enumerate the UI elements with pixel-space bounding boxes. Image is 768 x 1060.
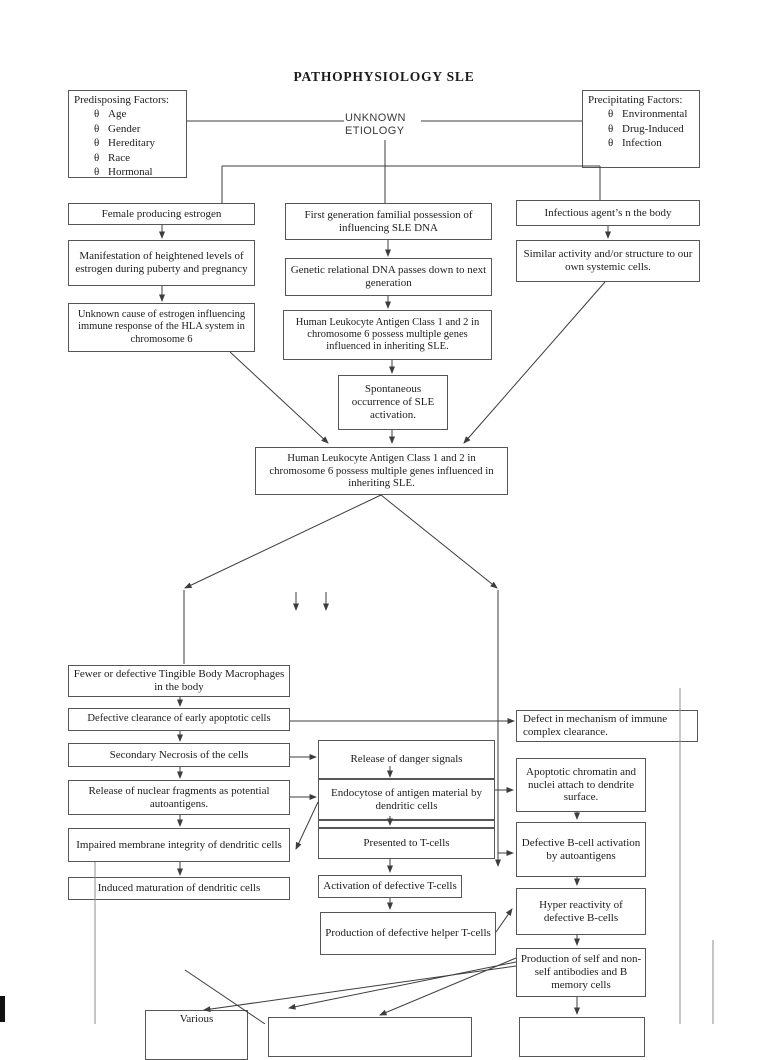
precipitating-item: θ Infection	[588, 136, 697, 151]
flowchart-page: PATHOPHYSIOLOGY SLE UNKNOWN ETIOLOGY Pre…	[0, 69, 714, 1060]
predisposing-item-label: Hereditary	[108, 137, 156, 149]
node-first-generation-familial: First generation familial possession of …	[285, 203, 492, 240]
predisposing-item-label: Age	[108, 108, 127, 120]
precipitating-title: Precipitating Factors:	[588, 94, 683, 106]
node-heightened-estrogen: Manifestation of heightened levels of es…	[68, 240, 255, 286]
node-defective-bcell-activation: Defective B-cell activation by autoantig…	[516, 822, 646, 877]
precipitating-item: θ Environmental	[588, 107, 697, 122]
node-self-nonself-antibodies: Production of self and non-self antibodi…	[516, 948, 646, 997]
node-spacer-box	[318, 820, 495, 828]
predisposing-item: θ Race	[74, 151, 184, 166]
predisposing-item-label: Gender	[108, 122, 141, 135]
theta-bullet-icon: θ	[94, 137, 100, 149]
theta-bullet-icon: θ	[608, 137, 614, 149]
node-infectious-agents: Infectious agent’s n the body	[516, 200, 700, 226]
page-edge-mark	[0, 996, 5, 1022]
predisposing-item: θ Hormonal	[74, 165, 184, 178]
node-unknown-cause-estrogen: Unknown cause of estrogen influencing im…	[68, 303, 255, 352]
node-impaired-membrane: Impaired membrane integrity of dendritic…	[68, 828, 290, 862]
node-apoptotic-chromatin: Apoptotic chromatin and nuclei attach to…	[516, 758, 646, 812]
node-hla-class-genes: Human Leukocyte Antigen Class 1 and 2 in…	[283, 310, 492, 360]
theta-bullet-icon: θ	[94, 151, 100, 164]
node-defective-helper-tcells: Production of defective helper T-cells	[320, 912, 496, 955]
node-hla-central: Human Leukocyte Antigen Class 1 and 2 in…	[255, 447, 508, 495]
node-defect-immune-complex-clearance: Defect in mechanism of immune complex cl…	[516, 710, 698, 742]
precipitating-item-label: Drug-Induced	[622, 122, 684, 135]
node-defective-clearance: Defective clearance of early apoptotic c…	[68, 708, 290, 731]
theta-bullet-icon: θ	[94, 166, 100, 178]
unknown-etiology-label: UNKNOWN ETIOLOGY	[345, 112, 427, 138]
node-secondary-necrosis: Secondary Necrosis of the cells	[68, 743, 290, 767]
node-presented-to-tcells: Presented to T-cells	[318, 828, 495, 859]
node-hyper-reactivity-bcells: Hyper reactivity of defective B-cells	[516, 888, 646, 935]
theta-bullet-icon: θ	[94, 108, 100, 120]
page-title: PATHOPHYSIOLOGY SLE	[293, 69, 475, 84]
precipitating-item: θ Drug-Induced	[588, 122, 697, 137]
node-danger-signals: Release of danger signals	[318, 740, 495, 779]
precipitating-factors-box: Precipitating Factors: θ Environmental θ…	[582, 90, 700, 168]
node-various: Various	[145, 1010, 248, 1060]
node-nuclear-fragments: Release of nuclear fragments as potentia…	[68, 780, 290, 815]
precipitating-item-label: Infection	[622, 137, 662, 149]
predisposing-item: θ Gender	[74, 122, 184, 137]
theta-bullet-icon: θ	[608, 122, 614, 135]
node-endocytose-antigen: Endocytose of antigen material by dendri…	[318, 779, 495, 820]
node-bottom-wide	[268, 1017, 472, 1057]
node-similar-activity: Similar activity and/or structure to our…	[516, 240, 700, 282]
node-activation-defective-tcells: Activation of defective T-cells	[318, 875, 462, 898]
theta-bullet-icon: θ	[94, 122, 100, 135]
predisposing-title: Predisposing Factors:	[74, 94, 170, 106]
node-tingible-body-macrophages: Fewer or defective Tingible Body Macroph…	[68, 665, 290, 697]
predisposing-item-label: Race	[108, 151, 130, 164]
precipitating-item-label: Environmental	[622, 108, 688, 120]
theta-bullet-icon: θ	[608, 108, 614, 120]
node-bottom-right	[519, 1017, 645, 1057]
predisposing-item: θ Age	[74, 107, 184, 122]
node-spontaneous-sle-activation: Spontaneous occurrence of SLE activation…	[338, 375, 448, 430]
node-genetic-relational-dna: Genetic relational DNA passes down to ne…	[285, 258, 492, 296]
node-induced-maturation: Induced maturation of dendritic cells	[68, 877, 290, 900]
predisposing-item: θ Hereditary	[74, 136, 184, 151]
predisposing-factors-box: Predisposing Factors: θ Age θ Gender θ H…	[68, 90, 187, 178]
node-female-producing-estrogen: Female producing estrogen	[68, 203, 255, 225]
predisposing-item-label: Hormonal	[108, 166, 153, 178]
